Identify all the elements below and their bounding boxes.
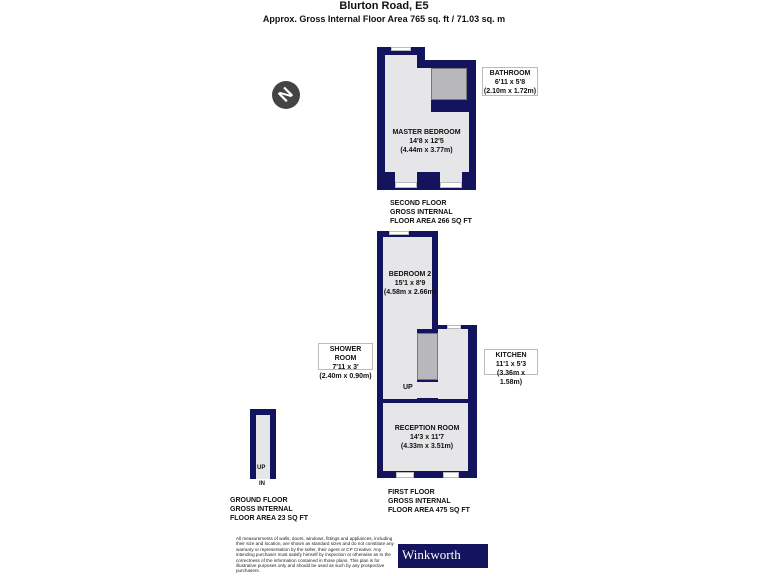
- page-title: Blurton Road, E5: [339, 0, 429, 12]
- bathroom-fixtures: [431, 68, 467, 100]
- stairs-up-label: UP: [403, 384, 413, 391]
- entry-label: IN: [259, 481, 265, 487]
- north-compass-icon: N: [266, 75, 306, 115]
- winkworth-logo: Winkworth: [398, 544, 488, 568]
- page-subtitle: Approx. Gross Internal Floor Area 765 sq…: [262, 14, 506, 24]
- shower-room-fixtures: [417, 333, 438, 380]
- ground-stairs-up-label: UP: [257, 465, 266, 471]
- disclaimer: All measurements of walls, doors, window…: [236, 536, 394, 574]
